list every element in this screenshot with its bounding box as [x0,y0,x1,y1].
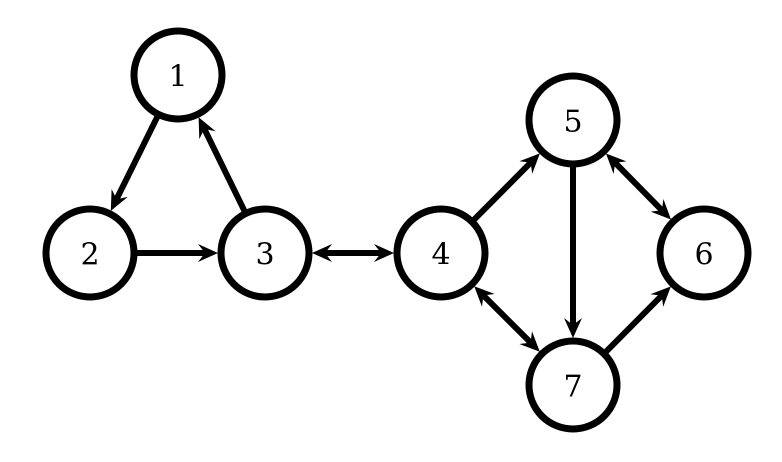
node-2-label: 2 [80,238,99,273]
arrowhead-4-7-at-7 [519,331,540,352]
arrowhead-3-4-at-3 [312,244,332,262]
edge-7-6 [603,292,665,354]
arrowhead-5-7-at-7 [564,318,582,338]
node-3-label: 3 [255,238,274,273]
arrowhead-3-4-at-4 [374,244,394,262]
arrowhead-1-2-at-2 [110,189,128,211]
edge-5-6 [612,159,665,214]
arrowhead-5-6-at-5 [606,153,627,174]
nodes-layer: 1 2 3 4 5 6 7 [42,27,752,433]
node-7-label: 7 [563,370,582,405]
node-4: 4 [393,205,489,301]
node-2: 2 [42,205,138,301]
node-5-label: 5 [563,105,582,140]
edge-1-2 [113,115,160,202]
arrowhead-2-3-at-3 [198,244,218,262]
node-5-circle [525,72,621,168]
node-1: 1 [130,27,226,123]
arrowhead-7-6-at-6 [650,286,671,307]
edge-4-7 [480,292,534,346]
node-3-circle [217,205,313,301]
node-2-circle [42,205,138,301]
node-4-label: 4 [431,238,450,273]
arrowhead-3-1-at-1 [198,117,216,140]
edge-4-5 [471,159,534,222]
node-7: 7 [525,337,621,433]
node-7-circle [525,337,621,433]
node-6: 6 [656,205,752,301]
node-1-circle [130,27,226,123]
edge-3-1 [201,126,248,213]
node-3: 3 [217,205,313,301]
arrowhead-4-7-at-4 [474,286,495,307]
edges-layer [110,115,671,354]
node-1-label: 1 [168,60,187,95]
node-5: 5 [525,72,621,168]
arrowhead-5-6-at-6 [650,199,671,220]
arrowhead-4-5-at-5 [519,153,540,174]
node-6-circle [656,205,752,301]
node-4-circle [393,205,489,301]
node-6-label: 6 [694,238,713,273]
